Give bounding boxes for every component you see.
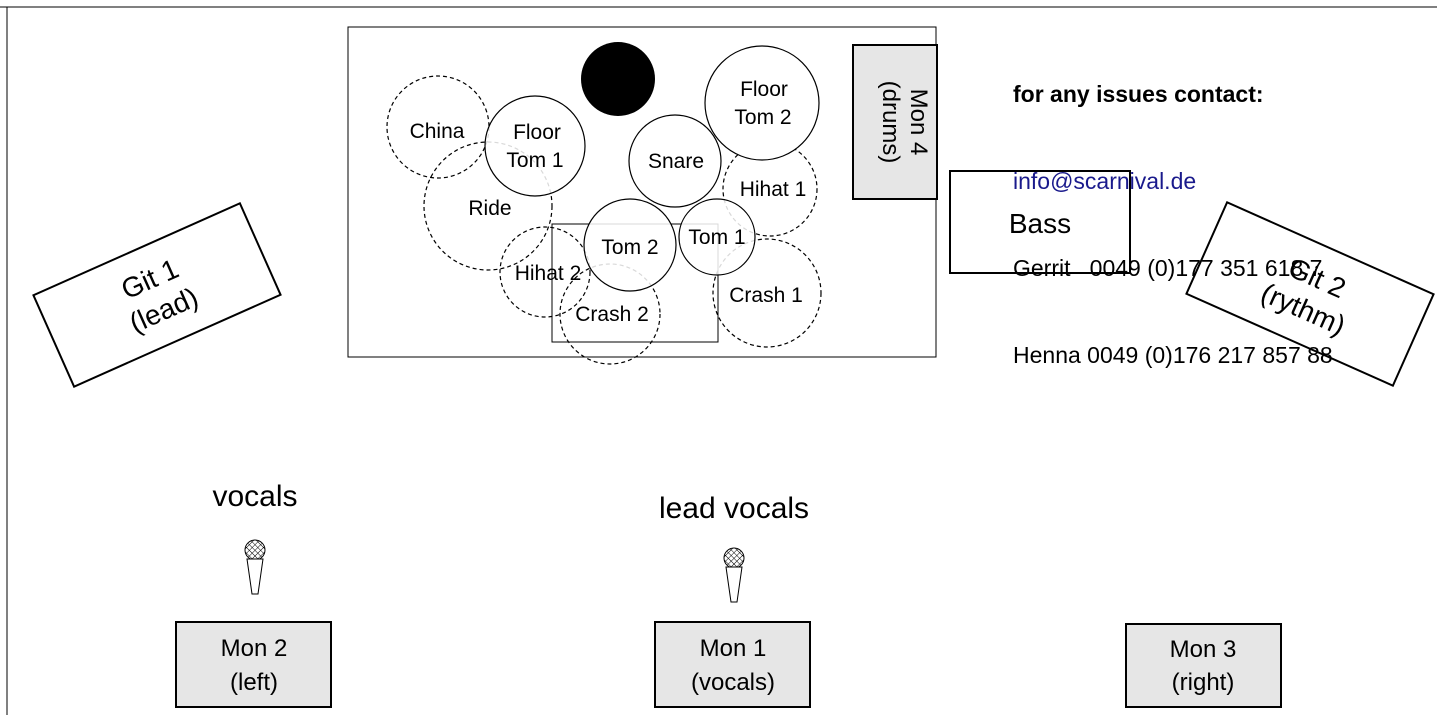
kick-drum <box>581 42 655 116</box>
crash-2-label: Crash 2 <box>575 303 649 326</box>
floor-tom-2-label-2: Tom 2 <box>734 106 791 129</box>
crash-2-cymbal <box>559 263 661 365</box>
floor-tom-1-label-1: Floor <box>513 121 561 144</box>
floor-tom-1-label-2: Tom 1 <box>506 149 563 172</box>
contact-line-henna: Henna 0049 (0)176 217 857 88 <box>1013 342 1333 368</box>
guitar-1-amp <box>32 202 282 388</box>
microphone-icon <box>723 547 745 603</box>
vocals-label: vocals <box>212 480 297 513</box>
tom-2-label: Tom 2 <box>601 236 658 259</box>
bass-amp <box>949 170 1131 274</box>
hihat-1-label: Hihat 1 <box>740 178 807 201</box>
snare-drum <box>628 114 722 208</box>
contact-line-gerrit: Gerrit 0049 (0)177 351 618 7 <box>1013 255 1323 281</box>
monitor-1-label-2: (vocals) <box>691 669 775 696</box>
hihat-1-cymbal <box>722 141 818 237</box>
floor-tom-2-label-1: Floor <box>740 78 788 101</box>
lead-vocals-label: lead vocals <box>659 492 809 525</box>
snare-label: Snare <box>648 150 704 173</box>
tom-1-label: Tom 1 <box>688 226 745 249</box>
monitor-4-label-2: (drums) <box>877 81 904 164</box>
floor-tom-2 <box>704 45 820 161</box>
monitor-4-label-1: Mon 4 <box>905 89 932 156</box>
contact-email-link[interactable]: info@scarnival.de <box>1013 168 1197 194</box>
contact-info: for any issues contact: info@scarnival.d… <box>1013 22 1333 399</box>
guitar-2-amp <box>1185 201 1435 387</box>
monitor-1-label-1: Mon 1 <box>700 635 767 662</box>
tom-1 <box>678 198 756 276</box>
monitor-3-label-1: Mon 3 <box>1170 636 1237 663</box>
monitor-4-box <box>852 44 938 200</box>
bass-amp-label: Bass <box>1009 208 1071 239</box>
contact-heading: for any issues contact: <box>1013 81 1264 107</box>
monitor-2-box <box>175 621 332 708</box>
monitor-3-label-2: (right) <box>1172 669 1235 696</box>
monitor-3-box <box>1125 623 1282 708</box>
monitor-2-label-1: Mon 2 <box>221 635 288 662</box>
hihat-2-label: Hihat 2 <box>515 262 582 285</box>
crash-1-label: Crash 1 <box>729 284 803 307</box>
ride-label: Ride <box>468 197 511 220</box>
china-label: China <box>410 120 465 143</box>
crash-1-cymbal <box>712 238 822 348</box>
hihat-2-cymbal <box>499 226 591 318</box>
floor-tom-1 <box>484 95 586 197</box>
monitor-2-label-2: (left) <box>230 669 278 696</box>
microphone-icon <box>244 539 266 595</box>
monitor-1-box <box>654 621 811 708</box>
tom-2 <box>583 198 677 292</box>
